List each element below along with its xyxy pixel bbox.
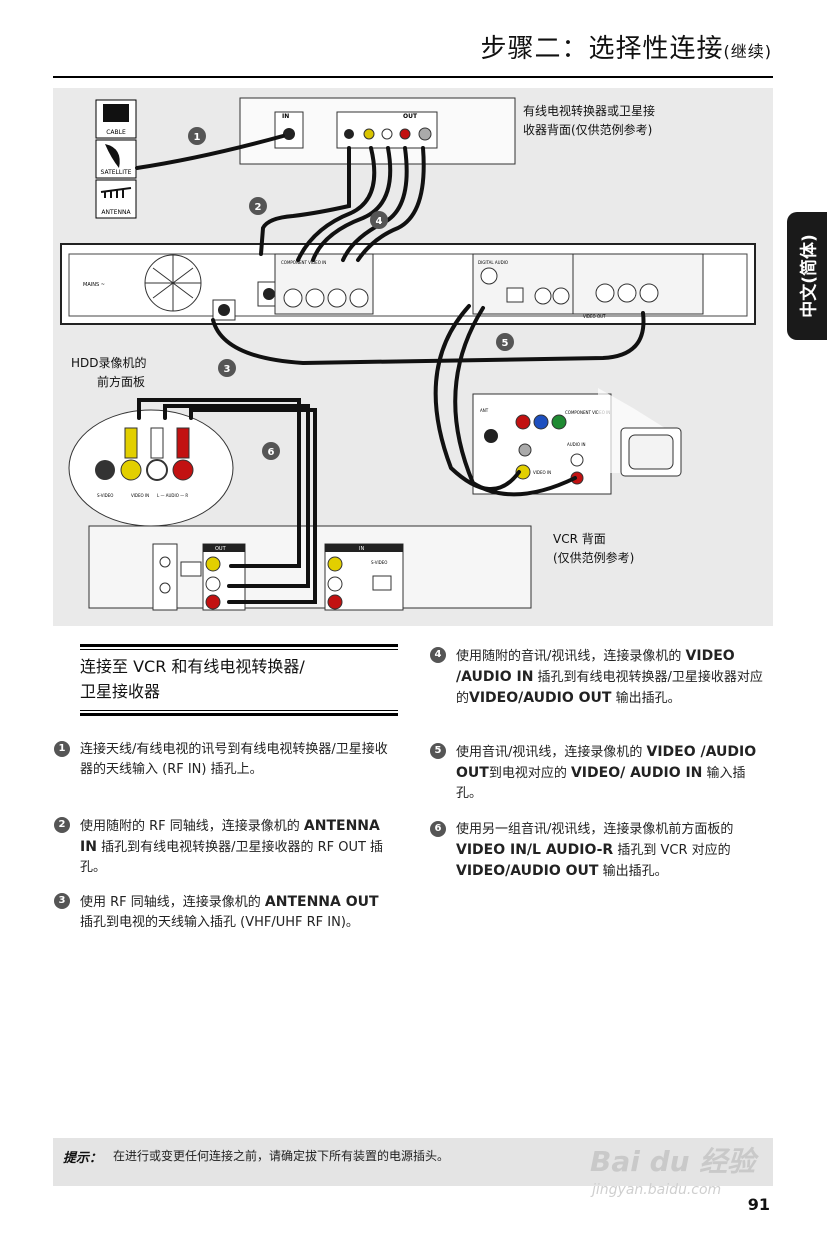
diagram-illustration: CABLE SATELLITE ANTENNA IN OUT: [60, 97, 756, 611]
svg-text:OUT: OUT: [215, 546, 227, 552]
svg-text:4: 4: [376, 216, 383, 227]
svg-text:IN: IN: [282, 113, 289, 120]
svg-text:VIDEO IN: VIDEO IN: [131, 493, 149, 498]
step-number: 5: [430, 743, 446, 759]
step-4: 4 使用随附的音讯/视讯线，连接录像机的 VIDEO /AUDIO IN 插孔到…: [430, 646, 771, 709]
satellite-source-icon: SATELLITE: [95, 139, 137, 179]
cable-box-rear: IN OUT: [239, 97, 516, 165]
tip-label: 提示：: [63, 1151, 103, 1166]
cable-box-caption: 有线电视转换器或卫星接 收器背面(仅供范例参考): [523, 104, 656, 137]
section-title: 连接至 VCR 和有线电视转换器/ 卫星接收器: [80, 657, 305, 701]
svg-text:2: 2: [255, 202, 262, 213]
svg-text:IN: IN: [359, 546, 364, 552]
tv-rear-panel: ANT COMPONENT VIDEO IN VIDEO IN AUDIO IN: [472, 393, 612, 495]
page-title: 步骤二：选择性连接(继续): [0, 28, 772, 65]
step-number: 2: [54, 817, 70, 833]
connection-diagram: CABLE SATELLITE ANTENNA IN OUT: [53, 88, 773, 626]
tv-icon: [598, 388, 682, 477]
section-rule-top-thin: [80, 649, 398, 650]
svg-text:5: 5: [502, 338, 509, 349]
step-6: 6 使用另一组音讯/视讯线，连接录像机前方面板的 VIDEO IN/L AUDI…: [430, 820, 771, 882]
recorder-rear-panel: MAINS ~ COMPONENT VIDEO IN DIGITAL AUDIO…: [60, 243, 756, 325]
hdd-front-caption: HDD录像机的 前方面板: [71, 356, 147, 389]
svg-text:VIDEO IN: VIDEO IN: [533, 470, 551, 475]
svg-text:S-VIDEO: S-VIDEO: [97, 493, 113, 498]
svg-text:COMPONENT VIDEO IN: COMPONENT VIDEO IN: [565, 410, 610, 415]
step-number: 1: [54, 741, 70, 757]
cable-source-icon: CABLE: [95, 99, 137, 139]
step-3: 3 使用 RF 同轴线，连接录像机的 ANTENNA OUT 插孔到电视的天线输…: [54, 892, 390, 933]
antenna-source-icon: ANTENNA: [95, 179, 137, 219]
connection-cables: [135, 134, 646, 604]
svg-text:AUDIO IN: AUDIO IN: [567, 442, 586, 447]
svg-text:COMPONENT VIDEO IN: COMPONENT VIDEO IN: [281, 260, 326, 265]
watermark-url: jingyan.baidu.com: [592, 1182, 722, 1198]
page-title-main: 步骤二：选择性连接: [480, 34, 724, 64]
page-title-suffix: (继续): [723, 42, 772, 61]
language-tab-label: 中文(简体): [799, 234, 820, 318]
step-2: 2 使用随附的 RF 同轴线，连接录像机的 ANTENNA IN 插孔到有线电视…: [54, 816, 390, 878]
header-rule: [53, 76, 773, 78]
tip-bar: 提示： 在进行或变更任何连接之前，请确定拔下所有装置的电源插头。: [53, 1138, 773, 1186]
language-tab: 中文(简体): [787, 212, 827, 340]
svg-text:1: 1: [194, 132, 201, 143]
tip-text: 在进行或变更任何连接之前，请确定拔下所有装置的电源插头。: [113, 1149, 450, 1163]
step-5: 5 使用音讯/视讯线，连接录像机的 VIDEO /AUDIO OUT到电视对应的…: [430, 742, 771, 804]
svg-text:OUT: OUT: [403, 113, 418, 120]
svg-text:DIGITAL AUDIO: DIGITAL AUDIO: [478, 260, 508, 265]
page-number: 91: [747, 1195, 770, 1214]
step-number: 3: [54, 893, 70, 909]
svg-text:3: 3: [224, 364, 231, 375]
step-number: 6: [430, 821, 446, 837]
recorder-front-panel: S-VIDEO VIDEO IN L — AUDIO — R: [68, 409, 234, 527]
section-rule-bottom-thin: [80, 710, 398, 711]
svg-text:MAINS ~: MAINS ~: [83, 282, 105, 288]
svg-text:VIDEO OUT: VIDEO OUT: [583, 314, 606, 319]
vcr-caption: VCR 背面 (仅供范例参考): [553, 532, 635, 565]
watermark-logo: Bai du 经验: [590, 1145, 756, 1178]
step-1: 1 连接天线/有线电视的讯号到有线电视转换器/卫星接收器的天线输入 (RF IN…: [54, 740, 390, 780]
svg-text:S-VIDEO: S-VIDEO: [371, 560, 387, 565]
svg-text:L — AUDIO — R: L — AUDIO — R: [157, 493, 188, 498]
section-rule-top: [80, 644, 398, 647]
antenna-label: ANTENNA: [101, 209, 131, 216]
diagram-markers: 1 2 3 4 5 6: [188, 127, 514, 460]
section-rule-bottom: [80, 713, 398, 716]
cable-label: CABLE: [106, 129, 126, 136]
svg-text:6: 6: [268, 447, 275, 458]
step-number: 4: [430, 647, 446, 663]
svg-text:ANT: ANT: [480, 408, 489, 413]
satellite-label: SATELLITE: [101, 169, 132, 176]
